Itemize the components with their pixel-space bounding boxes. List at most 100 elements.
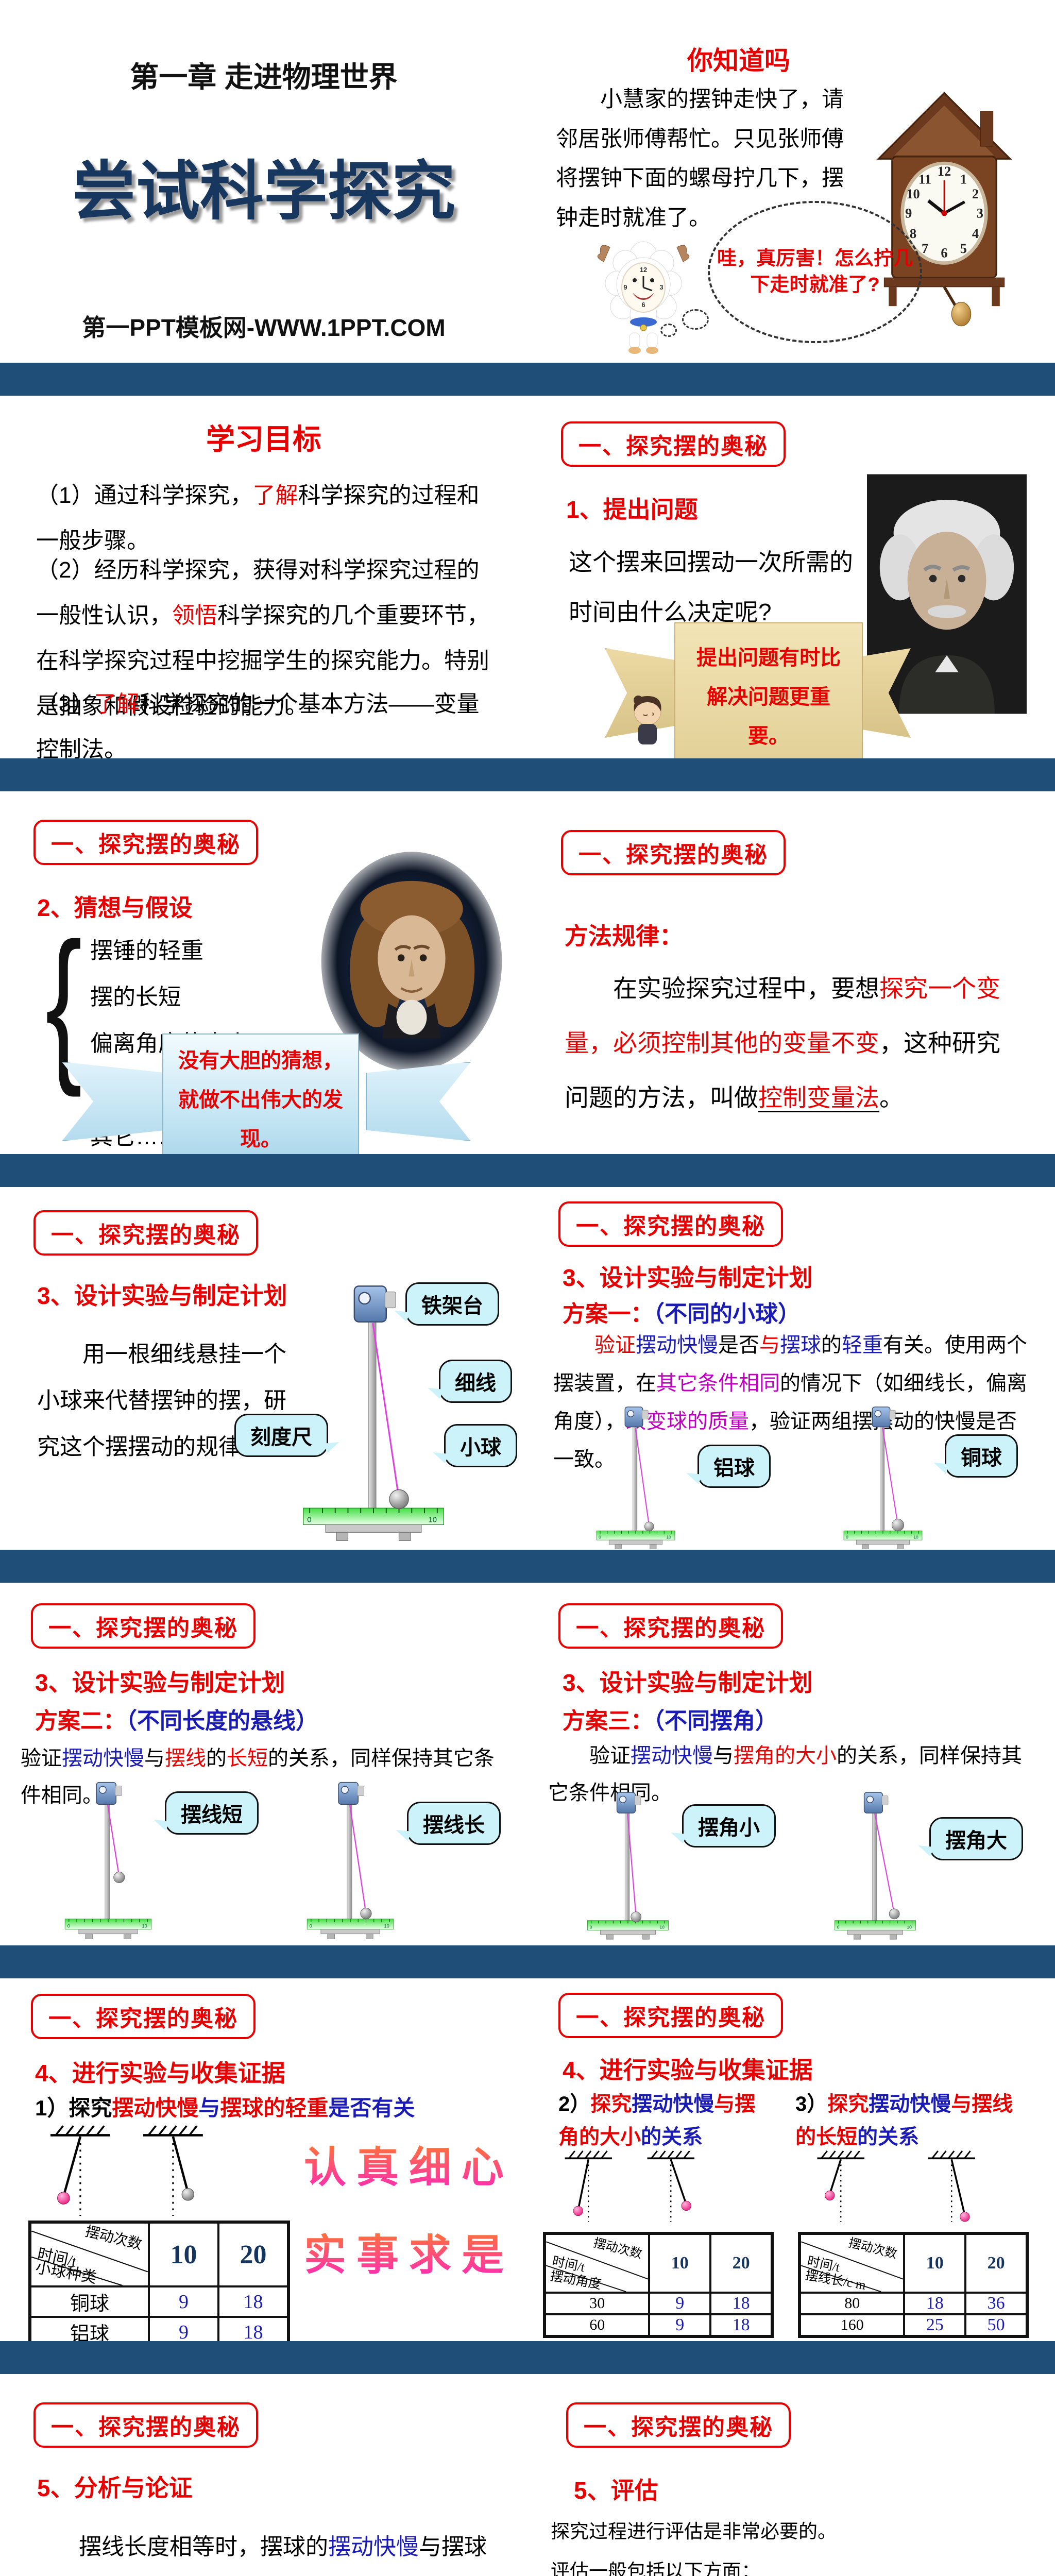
separator-bar (0, 1154, 1055, 1187)
callout-ball: 小球 (444, 1424, 517, 1467)
section-tag: 一、探究摆的奥秘 (558, 1201, 783, 1247)
callout-stand: 铁架台 (405, 1282, 499, 1326)
chapter-heading: 第一章 走进物理世界 (130, 61, 398, 93)
slide-analysis: 一、探究摆的奥秘 5、分析与论证 摆线长度相等时，摆球的摆动快慢与摆球的轻重（材… (0, 2374, 528, 2576)
svg-text:7: 7 (922, 241, 928, 256)
data-table-angle: 摆动次数 时间/t 摆动角度 10 20 30 9 18 60 9 18 (543, 2232, 774, 2338)
callout-line: 细线 (439, 1360, 512, 1403)
table-col-header: 20 (965, 2234, 1027, 2293)
table-col-header: 10 (649, 2234, 711, 2293)
table-col-header: 10 (149, 2223, 218, 2286)
question-text: 这个摆来回摆动一次所需的时间由什么决定呢? (569, 549, 853, 625)
table-cell: 36 (965, 2293, 1027, 2314)
row-5: 一、探究摆的奥秘 3、设计实验与制定计划 方案二：（不同长度的悬线） 验证摆动快… (0, 1583, 1055, 1978)
svg-text:3: 3 (977, 206, 983, 221)
quote-banner: 提出问题有时比解决问题更重要。 (674, 622, 863, 758)
table-row-label: 铜球 (30, 2286, 149, 2317)
motto-text-2: 实事求是 (304, 2221, 514, 2282)
callout-text: 铁架台 (421, 1295, 483, 1317)
callout-ball-right: 铜球 (945, 1434, 1018, 1478)
goals-title: 学习目标 (206, 423, 321, 455)
svg-text:12: 12 (938, 163, 951, 179)
section-tag: 一、探究摆的奥秘 (33, 820, 258, 865)
table-cell: 18 (710, 2293, 772, 2314)
evaluate-list: 探究过程进行评估是非常必要的。 评估一般包括以下方面： （1）实验数据测量的是否… (551, 2512, 1030, 2576)
plan-paragraph: 验证摆动快慢与摆线的长短的关系，同样保持其它条件相同。 (21, 1747, 495, 1807)
table-cell: 50 (965, 2314, 1027, 2336)
stand-copper (837, 1403, 929, 1550)
table-cell: 9 (149, 2286, 218, 2317)
row-7: 一、探究摆的奥秘 5、分析与论证 摆线长度相等时，摆球的摆动快慢与摆球的轻重（材… (0, 2374, 1055, 2576)
slide-cover: 第一章 走进物理世界 尝试科学探究 第一PPT模板网-WWW.1PPT.COM (0, 0, 528, 363)
separator-bar (0, 1550, 1055, 1583)
stand-short-line (57, 1778, 160, 1943)
goal-paragraph-2: （2）经历科学探究，获得对科学探究过程的一般性认识，领悟科学探究的几个重要环节，… (36, 557, 489, 719)
svg-text:5: 5 (960, 241, 967, 256)
table-corner: 摆动次数 时间/t 摆动角度 (545, 2234, 650, 2293)
table-col-header: 20 (710, 2234, 772, 2293)
callout-ball-left: 铝球 (697, 1445, 771, 1488)
thinking-girl-cartoon (634, 696, 661, 744)
svg-text:6: 6 (641, 301, 645, 309)
slide-plan-3: 一、探究摆的奥秘 3、设计实验与制定计划 方案三：（不同摆角） 验证摆动快慢与摆… (528, 1583, 1055, 1945)
pendulum-long-line (919, 2148, 983, 2226)
table-row-label: 80 (800, 2293, 905, 2314)
step-heading: 3、设计实验与制定计划 (35, 1669, 285, 1696)
section-tag: 一、探究摆的奥秘 (33, 1210, 258, 1256)
pendulum-small-angle (556, 2148, 620, 2226)
intro-paragraph: 小慧家的摆钟走快了，请邻居张师傅帮忙。只见张师傅将摆钟下面的螺母拧几下，摆钟走时… (556, 87, 844, 230)
step-heading: 4、进行实验与收集证据 (563, 2057, 813, 2083)
svg-text:9: 9 (623, 283, 627, 291)
section-tag: 一、探究摆的奥秘 (33, 2402, 258, 2448)
svg-text:9: 9 (905, 206, 912, 221)
analysis-paragraph-1: 摆线长度相等时，摆球的摆动快慢与摆球的轻重（材料）无关； (79, 2534, 487, 2560)
row-1: 第一章 走进物理世界 尝试科学探究 第一PPT模板网-WWW.1PPT.COM … (0, 0, 1055, 396)
guess-item: 摆锤的轻重 (90, 938, 203, 963)
svg-text:12: 12 (640, 266, 647, 274)
site-footer-text: 第一PPT模板网-WWW.1PPT.COM (82, 314, 446, 341)
evaluate-line: 探究过程进行评估是非常必要的。 (551, 2521, 837, 2542)
plan-heading: 方案三：（不同摆角） (563, 1708, 778, 1734)
table-cell: 25 (904, 2314, 966, 2336)
section-tag: 一、探究摆的奥秘 (561, 421, 786, 467)
step-heading: 2、猜想与假设 (37, 894, 193, 921)
table-corner: 摆动次数 时间/t 小球种类 (30, 2223, 149, 2286)
stand-small-angle (579, 1789, 677, 1943)
table-cell: 9 (149, 2317, 218, 2341)
stand-long-line (299, 1778, 402, 1943)
design-paragraph: 用一根细线悬挂一个小球来代替摆钟的摆，研究这个摆摆动的规律。 (37, 1342, 286, 1460)
svg-text:10: 10 (906, 186, 920, 201)
slide-method-rule: 一、探究摆的奥秘 方法规律： 在实验探究过程中，要想探究一个变量，必须控制其他的… (528, 791, 1055, 1154)
page-title: 尝试科学探究 (72, 156, 455, 227)
table-row-label: 铝球 (30, 2317, 149, 2341)
quote-text: 没有大胆的猜想，就做不出伟大的发现。 (178, 1049, 343, 1150)
step-heading: 5、分析与论证 (37, 2475, 193, 2501)
callout-left: 摆角小 (682, 1804, 776, 1848)
slide-intro: 你知道吗 小慧家的摆钟走快了，请邻居张师傅帮忙。只见张师傅将摆钟下面的螺母拧几下… (528, 0, 1055, 363)
motto-text-1: 认真细心 (304, 2133, 514, 2194)
step-heading: 4、进行实验与收集证据 (35, 2060, 285, 2087)
section-tag: 一、探究摆的奥秘 (566, 2402, 791, 2448)
slide-evaluate: 一、探究摆的奥秘 5、评估 探究过程进行评估是非常必要的。 评估一般包括以下方面… (528, 2374, 1055, 2576)
callout-text: 细线 (455, 1372, 496, 1395)
table-cell: 18 (218, 2286, 288, 2317)
separator-bar (0, 363, 1055, 396)
svg-text:1: 1 (960, 172, 967, 187)
row-2: 学习目标 （1）通过科学探究，了解科学探究的过程和一般步骤。 （2）经历科学探究… (0, 396, 1055, 791)
table-col-header: 20 (218, 2223, 288, 2286)
callout-ruler: 刻度尺 (234, 1414, 328, 1457)
separator-bar (0, 2341, 1055, 2374)
plan-heading: 方案一：（不同的小球） (563, 1301, 801, 1327)
callout-left: 摆线短 (165, 1791, 259, 1835)
slide-guess: 一、探究摆的奥秘 2、猜想与假设 { 摆锤的轻重 摆的长短 偏离角度的大小 摆钟… (0, 791, 528, 1154)
callout-text: 小球 (460, 1436, 501, 1459)
ribbon-wing (366, 1062, 471, 1141)
slide-experiment-1: 一、探究摆的奥秘 4、进行实验与收集证据 1）探究摆动快慢与摆球的轻重是否有关 … (0, 1978, 528, 2341)
svg-text:3: 3 (659, 283, 663, 291)
separator-bar (0, 758, 1055, 791)
stand-large-angle (826, 1789, 924, 1943)
pendulum-short-line (808, 2148, 873, 2226)
table-row-label: 160 (800, 2314, 905, 2336)
table-cell: 18 (218, 2317, 288, 2341)
